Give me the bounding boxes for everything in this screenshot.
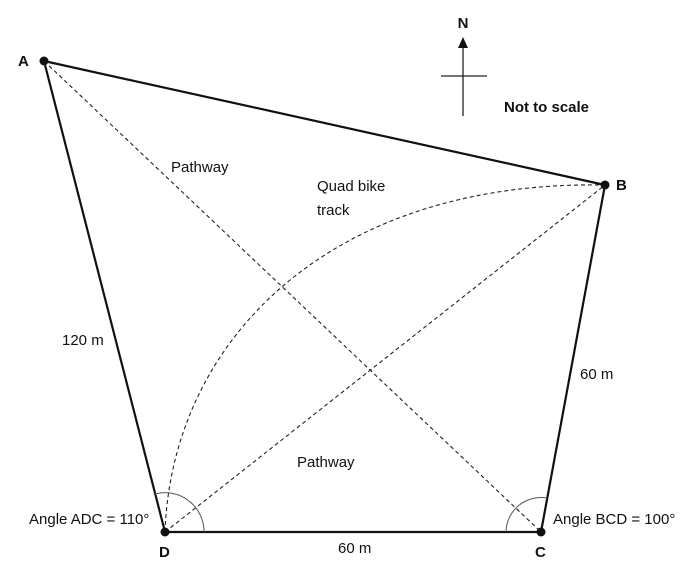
- side-bc: [539, 184, 607, 533]
- vertex-c-label: C: [535, 544, 546, 561]
- side-da: [42, 60, 167, 533]
- angle-bcd-arc: [505, 497, 548, 533]
- side-ad-length: 120 m: [62, 332, 104, 349]
- quad-bike-track: [164, 184, 606, 533]
- vertex-a-point: [39, 56, 49, 66]
- track-label-line2: track: [317, 202, 350, 219]
- north-arrow: N: [441, 15, 487, 116]
- vertex-b-label: B: [616, 177, 627, 194]
- vertex-a-label: A: [18, 53, 29, 70]
- track-label-line1: Quad bike: [317, 178, 385, 195]
- side-bc-length: 60 m: [580, 366, 613, 383]
- angle-bcd-label: Angle BCD = 100°: [553, 511, 675, 528]
- vertex-d-label: D: [159, 544, 170, 561]
- pathway-ac: [43, 60, 542, 533]
- angle-adc-label: Angle ADC = 110°: [29, 511, 149, 528]
- side-dc-length: 60 m: [338, 540, 371, 557]
- pathway-lower-label: Pathway: [297, 454, 355, 471]
- north-label: N: [458, 15, 469, 32]
- angle-adc-arc: [154, 492, 205, 533]
- side-ab: [43, 59, 606, 187]
- vertex-c-point: [536, 527, 546, 537]
- vertex-b-point: [600, 180, 610, 190]
- pathway-upper-label: Pathway: [171, 159, 229, 176]
- vertex-d-point: [160, 527, 170, 537]
- not-to-scale-note: Not to scale: [504, 99, 589, 116]
- north-arrowhead: [458, 37, 468, 48]
- pathway-db: [164, 184, 606, 533]
